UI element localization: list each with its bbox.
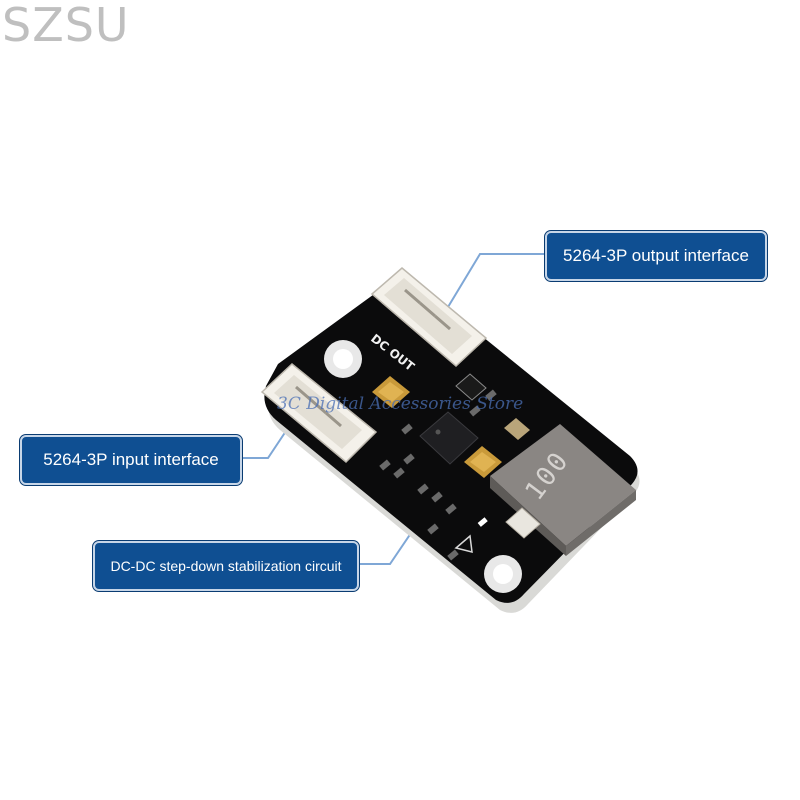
capacitor-mid bbox=[464, 446, 502, 478]
store-watermark: 3C Digital Accessories Store bbox=[277, 394, 524, 414]
small-connector bbox=[505, 507, 541, 539]
output-connector bbox=[370, 267, 488, 368]
led-indicator bbox=[477, 517, 488, 527]
callout-output-interface: 5264-3P output interface bbox=[545, 231, 767, 281]
leader-line-output bbox=[444, 253, 545, 313]
callout-output-label: 5264-3P output interface bbox=[563, 246, 749, 265]
callout-input-interface: 5264-3P input interface bbox=[20, 435, 242, 485]
callout-dcdc-circuit: DC-DC step-down stabilization circuit bbox=[93, 541, 359, 591]
callout-dcdc-label: DC-DC step-down stabilization circuit bbox=[110, 558, 342, 574]
resistor-tan bbox=[504, 418, 530, 440]
input-connector bbox=[260, 363, 378, 464]
passive-components bbox=[379, 389, 497, 561]
silkscreen-triangle bbox=[454, 534, 473, 553]
mounting-hole-top bbox=[324, 340, 362, 378]
transistor bbox=[455, 373, 487, 401]
capacitor-top bbox=[372, 376, 410, 408]
regulator-ic bbox=[419, 411, 479, 465]
mounting-hole-bottom bbox=[484, 555, 522, 593]
callout-input-label: 5264-3P input interface bbox=[43, 450, 219, 469]
brand-logo: SZSU bbox=[2, 0, 130, 52]
